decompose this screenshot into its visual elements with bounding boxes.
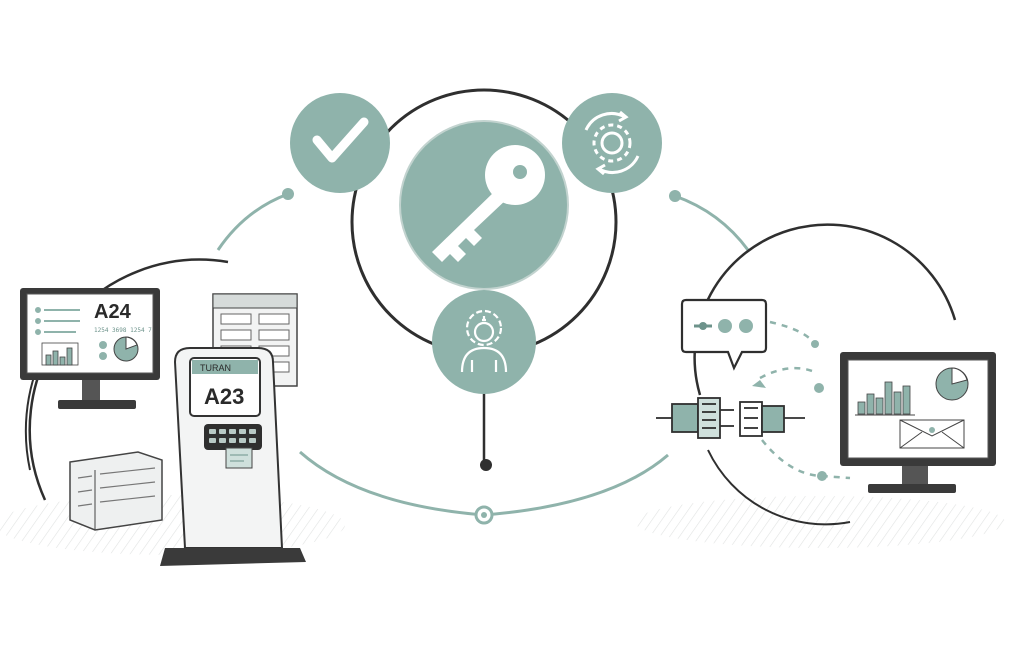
ticket-display-monitor: A24 1254 3698 1254 7 [20,288,160,409]
monitor-ticket-number: A24 [94,301,132,323]
connection-arcs [216,188,750,525]
key-node [399,120,569,290]
arc-left-upper [216,192,289,251]
data-flow-lines [759,320,851,480]
kiosk-header: TURAN [200,363,231,373]
kiosk-keypad [204,424,262,450]
dashboard-monitor-icon [840,352,996,493]
storage-cabinet [69,451,163,531]
key-icon [432,145,545,262]
plug-connector-icon [656,397,805,439]
hub-anchor-dot [480,459,492,471]
node-left-upper [282,188,294,200]
ticket-kiosk: TURAN A23 [160,347,306,566]
checkmark-node [290,93,390,193]
checkmark-icon [312,117,369,163]
settings-node [562,93,662,193]
person-gear-icon [460,309,508,373]
bar-chart-icon [41,342,79,366]
printed-ticket-icon [225,447,253,469]
gear-refresh-icon [584,110,640,176]
pie-chart-icon [99,336,139,362]
right-cluster [635,223,1005,548]
left-cluster: A24 1254 3698 1254 7 [0,258,345,566]
node-right-upper [669,190,681,202]
kiosk-ticket-number: A23 [204,384,244,409]
arc-right-upper [674,194,750,251]
center-hub [290,88,662,471]
monitor-subtext: 1254 3698 1254 7 [94,327,152,334]
support-node [432,290,536,394]
chat-bubble-icon [680,298,768,371]
